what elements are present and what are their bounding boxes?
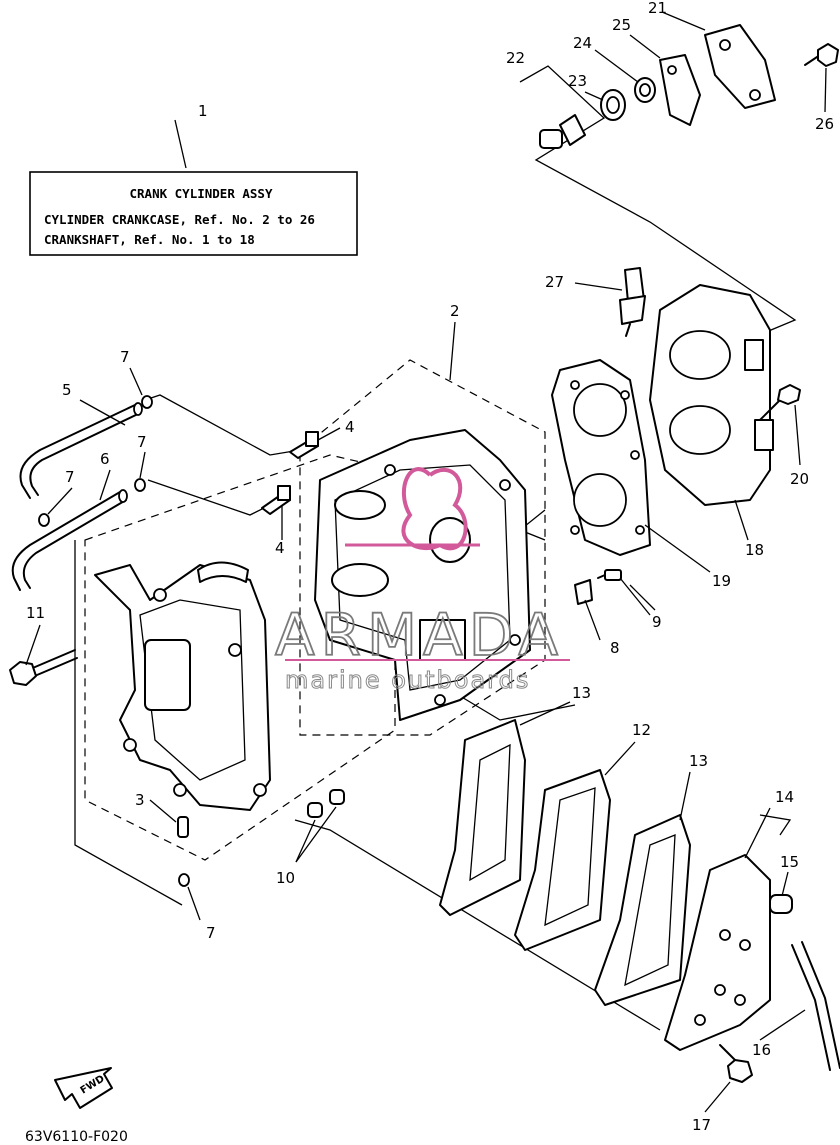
watermark-logo bbox=[345, 467, 480, 551]
hose-16 bbox=[791, 941, 840, 1071]
exhaust-gasket-13a bbox=[439, 719, 526, 916]
fitting-22 bbox=[539, 114, 586, 149]
callout-2: 2 bbox=[450, 302, 460, 320]
fittings-4 bbox=[261, 431, 319, 515]
bolt-26 bbox=[804, 43, 839, 67]
callout-19: 19 bbox=[712, 572, 731, 590]
watermark-brand: ARMADA bbox=[275, 601, 564, 669]
callout-4a: 4 bbox=[345, 418, 355, 436]
title-box: CRANK CYLINDER ASSY CYLINDER CRANKCASE, … bbox=[29, 119, 358, 256]
thermostat-cover-21 bbox=[704, 24, 776, 109]
callout-27: 27 bbox=[545, 273, 564, 291]
leader-lines bbox=[74, 65, 797, 1031]
diagram-code: 63V6110-F020 bbox=[25, 1129, 128, 1145]
callout-6: 6 bbox=[100, 450, 110, 468]
thermostat-24 bbox=[634, 77, 656, 103]
bracket-8 bbox=[574, 579, 593, 605]
callout-7a: 7 bbox=[120, 348, 130, 366]
callout-20: 20 bbox=[790, 470, 809, 488]
callout-numbers: 1 2 3 4 4 5 6 7 7 7 7 8 9 10 11 12 13 13… bbox=[26, 0, 834, 1134]
callout-5: 5 bbox=[62, 381, 72, 399]
dowels-10 bbox=[307, 789, 345, 818]
hose-6 bbox=[11, 489, 128, 591]
exhaust-plate-12 bbox=[514, 769, 611, 951]
callout-7b: 7 bbox=[137, 433, 147, 451]
hose-5 bbox=[19, 402, 143, 499]
bolt-20 bbox=[759, 384, 801, 421]
callout-7d: 7 bbox=[206, 924, 216, 942]
head-gasket-19 bbox=[551, 359, 651, 556]
gasket-25 bbox=[659, 54, 701, 126]
callout-leaders bbox=[25, 11, 827, 1113]
callout-8: 8 bbox=[610, 639, 620, 657]
cylinder-head-18 bbox=[649, 284, 774, 506]
callout-24: 24 bbox=[573, 34, 592, 52]
callout-23: 23 bbox=[568, 72, 587, 90]
callout-3: 3 bbox=[135, 791, 145, 809]
bolt-9 bbox=[597, 569, 622, 581]
callout-12: 12 bbox=[632, 721, 651, 739]
title-box-title: CRANK CYLINDER ASSY bbox=[130, 186, 273, 201]
fitting-15 bbox=[769, 894, 793, 914]
callout-17: 17 bbox=[692, 1116, 711, 1134]
fwd-arrow-icon: FWD bbox=[54, 1067, 113, 1109]
callout-15: 15 bbox=[780, 853, 799, 871]
dowel-3 bbox=[177, 816, 189, 838]
title-box-line1: CYLINDER CRANKCASE, Ref. No. 2 to 26 bbox=[44, 212, 315, 227]
callout-16: 16 bbox=[752, 1041, 771, 1059]
callout-22: 22 bbox=[506, 49, 525, 67]
exhaust-gasket-13b bbox=[594, 814, 691, 1006]
callout-10: 10 bbox=[276, 869, 295, 887]
callout-13b: 13 bbox=[689, 752, 708, 770]
exhaust-cover-14 bbox=[664, 854, 771, 1051]
bolt-11 bbox=[9, 649, 78, 686]
callout-4b: 4 bbox=[275, 539, 285, 557]
callout-14: 14 bbox=[775, 788, 794, 806]
cylinder-block bbox=[314, 429, 531, 721]
callout-18: 18 bbox=[745, 541, 764, 559]
callout-11: 11 bbox=[26, 604, 45, 622]
title-box-line2: CRANKSHAFT, Ref. No. 1 to 18 bbox=[44, 232, 255, 247]
watermark-tagline: marine outboards bbox=[285, 666, 530, 694]
crankcase-left bbox=[94, 561, 271, 811]
bolt-17 bbox=[719, 1044, 753, 1083]
seal-23 bbox=[600, 89, 626, 121]
callout-25: 25 bbox=[612, 16, 631, 34]
callout-7c: 7 bbox=[65, 468, 75, 486]
callout-26: 26 bbox=[815, 115, 834, 133]
callout-21: 21 bbox=[648, 0, 667, 17]
callout-9: 9 bbox=[652, 613, 662, 631]
watermark: ARMADA marine outboards bbox=[274, 467, 570, 695]
callout-13a: 13 bbox=[572, 684, 591, 702]
callout-1: 1 bbox=[198, 102, 208, 120]
spark-plug-27 bbox=[619, 267, 646, 337]
clips-7 bbox=[38, 395, 190, 887]
